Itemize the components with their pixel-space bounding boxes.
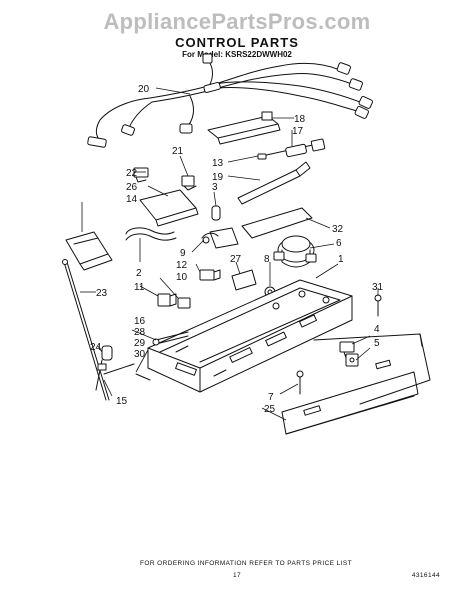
light-shield-14 (65, 231, 113, 271)
bulb-30 (135, 373, 151, 381)
model-line: For Model: KSRS22DWWH02 (182, 50, 292, 59)
switch-11 (157, 293, 177, 307)
doc-number: 4316144 (412, 572, 440, 579)
callout-13: 13 (212, 158, 224, 169)
callout-32: 32 (332, 224, 344, 235)
callout-16: 16 (134, 316, 146, 327)
callout-17: 17 (292, 126, 304, 137)
callout-7: 7 (268, 392, 274, 403)
callout-24: 24 (90, 342, 102, 353)
callout-15: 15 (116, 396, 128, 407)
callout-22: 22 (126, 168, 138, 179)
bracket-18 (207, 111, 281, 145)
trim-panel-25 (281, 371, 419, 435)
callout-8: 8 (264, 254, 270, 265)
switch-21 (181, 175, 197, 191)
page-number: 17 (233, 572, 241, 579)
leader-lines (80, 87, 379, 421)
tube-2 (125, 227, 177, 241)
thermostat-9 (201, 227, 239, 249)
callout-26: 26 (126, 182, 138, 193)
callout-labels: 20 18 17 21 13 19 22 3 26 14 32 6 9 1 12… (90, 84, 384, 415)
callout-27: 27 (230, 254, 242, 265)
page-title: CONTROL PARTS (175, 35, 299, 50)
heater-rod-23 (62, 259, 110, 401)
switch-12 (199, 269, 221, 281)
watermark: AppliancePartsPros.com (103, 9, 370, 34)
callout-19: 19 (212, 172, 224, 183)
callout-2: 2 (136, 268, 142, 279)
switch-10 (177, 297, 191, 309)
switch-5 (345, 353, 359, 367)
motor-6 (273, 235, 317, 268)
ordering-note: FOR ORDERING INFORMATION REFER TO PARTS … (140, 560, 352, 567)
callout-20: 20 (138, 84, 150, 95)
clip-22 (133, 167, 149, 183)
callout-29: 29 (134, 338, 146, 349)
plate-27 (231, 269, 257, 291)
cold-control (237, 138, 326, 205)
callout-3: 3 (212, 182, 218, 193)
callout-12: 12 (176, 260, 188, 271)
callout-4: 4 (374, 324, 380, 335)
callout-6: 6 (336, 238, 342, 249)
callout-11: 11 (134, 282, 145, 293)
callout-1: 1 (338, 254, 344, 265)
callout-23: 23 (96, 288, 108, 299)
callout-31: 31 (372, 282, 384, 293)
light-socket-24 (95, 345, 135, 391)
damper-3 (211, 205, 221, 221)
callout-5: 5 (374, 338, 380, 349)
wire-harness (87, 53, 373, 148)
connector-16 (152, 331, 189, 346)
callout-21: 21 (172, 146, 184, 157)
callout-30: 30 (134, 349, 146, 360)
callout-28: 28 (134, 327, 146, 338)
callout-18: 18 (294, 114, 306, 125)
screw-31 (374, 294, 382, 317)
callout-14: 14 (126, 194, 138, 205)
callout-9: 9 (180, 248, 186, 259)
control-housing-1 (147, 279, 353, 393)
callout-10: 10 (176, 272, 188, 283)
callout-25: 25 (264, 404, 276, 415)
label-board-32 (241, 207, 313, 239)
cover-plate-26 (139, 189, 199, 227)
screw-7 (296, 370, 304, 395)
